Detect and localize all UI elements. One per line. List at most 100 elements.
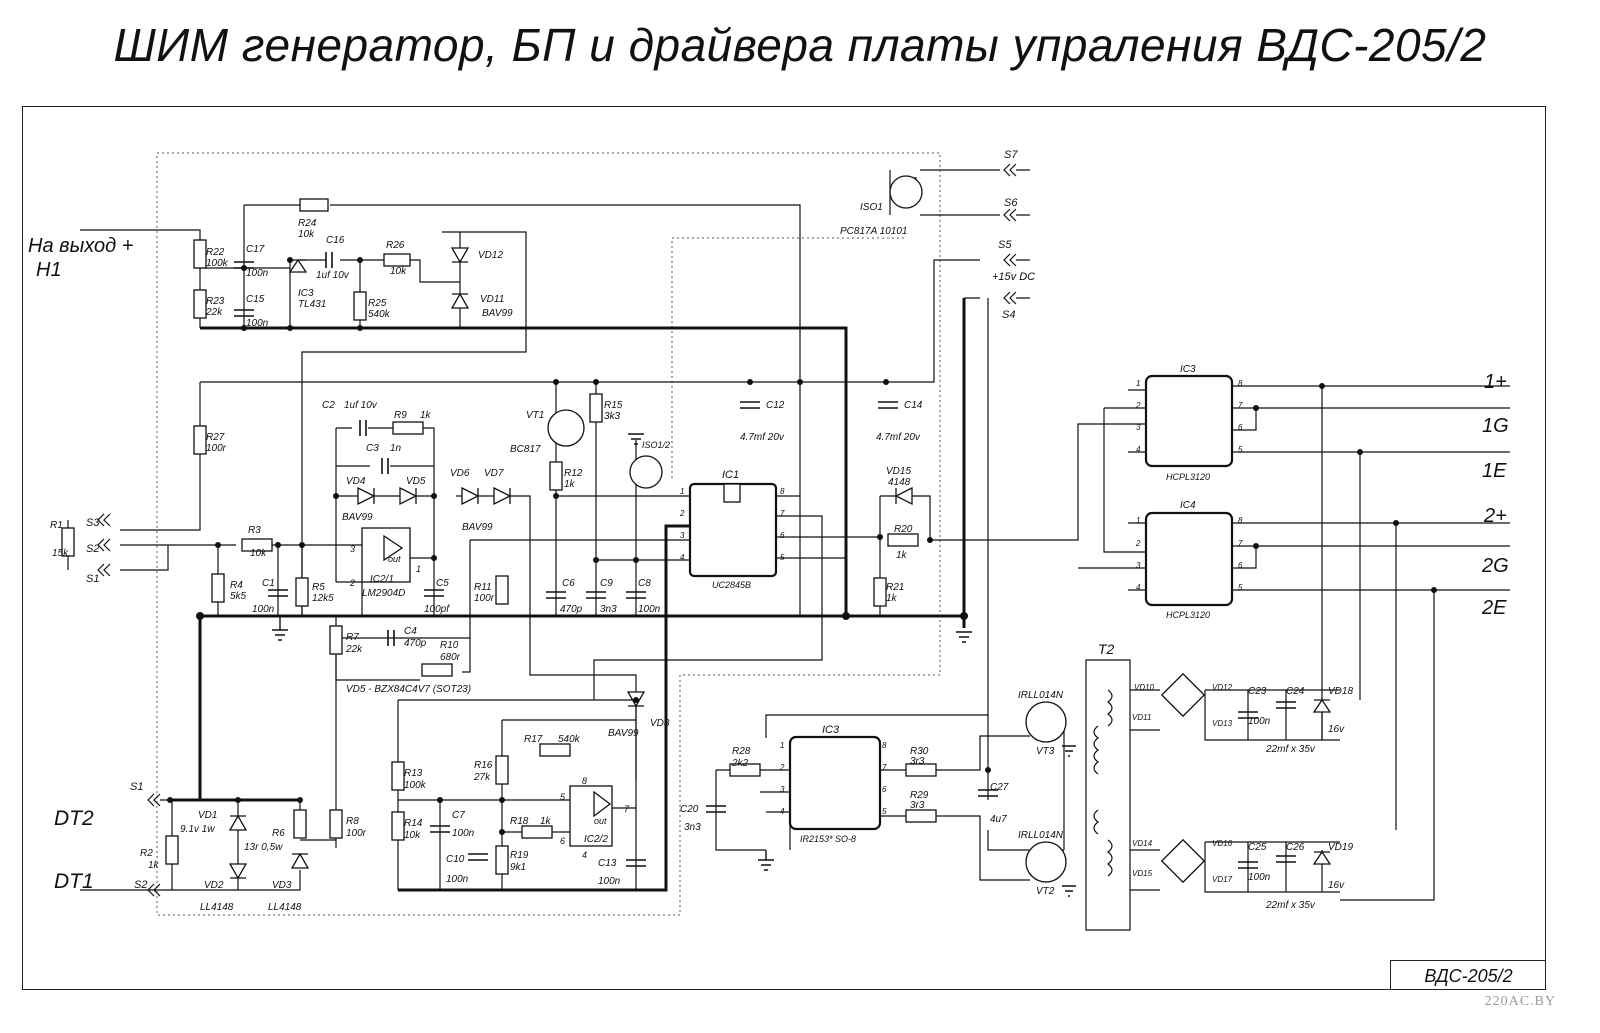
- c2-value: 1uf 10v: [344, 400, 378, 411]
- pin-label: 1: [680, 487, 684, 496]
- pin-label: 1: [1136, 516, 1140, 525]
- r16-value: 27k: [473, 772, 491, 783]
- s4-label: S4: [1002, 309, 1015, 321]
- ground-bus-upper: [200, 326, 848, 616]
- s2-label: S2: [86, 543, 99, 555]
- r17-name: R17: [524, 734, 543, 745]
- ir2153-label: IR2153* SO-8: [800, 834, 856, 844]
- iso1-name: ISO1: [860, 202, 883, 213]
- vd3-name: VD3: [272, 880, 292, 891]
- r8-body: [329, 809, 343, 839]
- vt1-body: [547, 409, 585, 447]
- r30-name: R30: [910, 746, 929, 757]
- c13-value: 100n: [598, 876, 621, 887]
- c24-name: C24: [1286, 686, 1305, 697]
- c23-name: C23: [1248, 686, 1267, 697]
- wire: [1078, 385, 1510, 591]
- r4-value: 5k5: [230, 591, 247, 602]
- c5-value: 100pf: [424, 604, 450, 615]
- out-2e: 2E: [1481, 597, 1507, 619]
- r20-name: R20: [894, 524, 913, 535]
- r9-name: R9: [394, 410, 407, 421]
- s1b-label: S1: [130, 781, 143, 793]
- plus15-label: +15v DC: [992, 271, 1035, 283]
- r6-name: R6: [272, 828, 285, 839]
- tl431-label: TL431: [298, 299, 326, 310]
- wire: [593, 423, 1146, 700]
- r13-name: R13: [404, 768, 423, 779]
- cap22a-label: 22mf x 35v: [1265, 744, 1316, 755]
- r8-name: R8: [346, 816, 359, 827]
- pin-label: 2: [1135, 539, 1141, 548]
- r12-value: 1k: [564, 479, 576, 490]
- c2-plates: [359, 420, 367, 436]
- ground-bus-low: [398, 524, 690, 892]
- r3-value: 10k: [250, 548, 267, 559]
- bav99c-label: BAV99: [462, 522, 493, 533]
- ic21-name: IC2/1: [370, 574, 394, 585]
- pin-label: 2: [349, 578, 355, 588]
- iso12-body: [629, 455, 663, 489]
- vd7-name: VD7: [484, 468, 504, 479]
- bav99b-label: BAV99: [342, 512, 373, 523]
- pin-label: 5: [882, 807, 887, 816]
- r14-body: [391, 811, 405, 841]
- r4-body: [211, 573, 225, 603]
- r12-body: [549, 461, 563, 491]
- pin-label: 6: [780, 531, 785, 540]
- ic22-triangle: [593, 790, 612, 818]
- vd15-value: 4148: [888, 477, 911, 488]
- r26-body: [383, 253, 411, 267]
- vd2-name: VD2: [204, 880, 224, 891]
- pin-label: 3: [780, 785, 785, 794]
- vd17-name: VD17: [1212, 875, 1233, 884]
- c13-name: C13: [598, 858, 617, 869]
- vd18-name: VD18: [1328, 686, 1353, 697]
- vd1-name: VD1: [198, 810, 217, 821]
- r19-body: [495, 845, 509, 875]
- c23-plates: [1238, 711, 1258, 719]
- r7-body: [329, 625, 343, 655]
- ic4-hcpl-body: [1144, 511, 1234, 607]
- pin-label: 7: [1238, 401, 1243, 410]
- c1-value: 100n: [252, 604, 275, 615]
- vd11b-name: VD11: [1132, 713, 1151, 722]
- c25-value: 100n: [1248, 872, 1271, 883]
- iso12-name: ISO1/2: [642, 440, 670, 450]
- vd12-symbol: [450, 247, 470, 264]
- c20-plates: [706, 805, 726, 813]
- t2-coils: [1093, 689, 1113, 877]
- s3-label: S3: [86, 517, 100, 529]
- c7-plates: [430, 825, 450, 833]
- r11-body: [495, 575, 509, 605]
- vt3-body: [1025, 701, 1067, 743]
- vt2-type: IRLL014N: [1018, 830, 1064, 841]
- pin-label: 6: [560, 836, 565, 846]
- capacitors: [234, 252, 1296, 869]
- r30-body: [905, 763, 937, 777]
- vt2-body: [1025, 841, 1067, 883]
- pin-label: 5: [1238, 583, 1243, 592]
- vd15b-name: VD15: [1132, 869, 1153, 878]
- h1-label: H1: [36, 259, 62, 281]
- c17-value: 100n: [246, 268, 269, 279]
- pin-label: 8: [780, 487, 785, 496]
- c27-value: 4u7: [990, 814, 1007, 825]
- ic3-hcpl-body: [1144, 374, 1234, 468]
- r21-name: R21: [886, 582, 904, 593]
- c9-plates: [586, 591, 606, 599]
- c9-name: C9: [600, 578, 613, 589]
- vd18-symbol: [1312, 698, 1332, 713]
- pin-label: 1: [416, 564, 421, 574]
- r27-body: [193, 425, 207, 455]
- c4-plates: [387, 630, 395, 646]
- hcpl1-label: HCPL3120: [1166, 472, 1210, 482]
- c15-plates: [234, 309, 254, 317]
- r19-value: 9k1: [510, 862, 526, 873]
- vd10-name: VD10: [1134, 683, 1155, 692]
- vd4-symbol: [357, 486, 376, 506]
- c1-plates: [268, 589, 288, 597]
- bav99d-label: BAV99: [608, 728, 639, 739]
- wire: [80, 640, 637, 891]
